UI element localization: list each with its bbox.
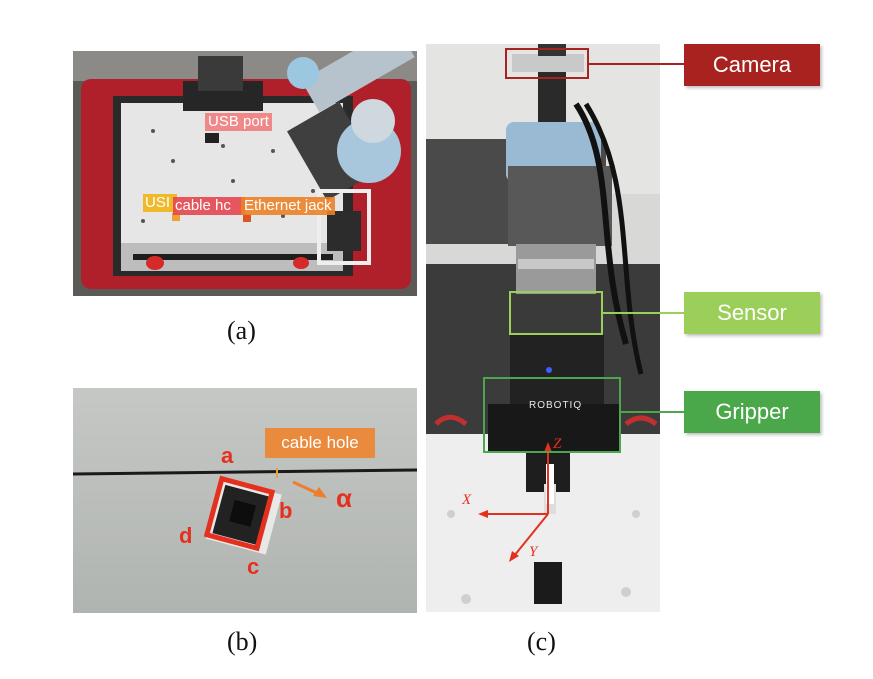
cable-hole-label: cable hc <box>173 197 245 215</box>
robot-gripper-scene <box>426 44 660 612</box>
board-edge-line <box>73 468 417 476</box>
corner-d: d <box>179 523 193 548</box>
axis-label-y: Y <box>529 544 538 560</box>
connector-part <box>203 475 282 555</box>
axis-label-x: X <box>462 492 472 508</box>
usb-port-label: USB port <box>205 113 272 131</box>
gripper-callout: Gripper <box>684 391 820 433</box>
workbench-scene <box>73 51 417 296</box>
caption-a: (a) <box>227 316 256 345</box>
sensor-callout: Sensor <box>684 292 820 334</box>
cable-hole-box: cable hole <box>265 428 375 458</box>
gripper-highlight-box <box>483 377 621 453</box>
panel-b-photo: cable hole a b c d α <box>73 388 417 613</box>
direction-arrow <box>292 480 320 496</box>
alpha-label: α <box>336 483 352 513</box>
caption-b: (b) <box>227 627 258 656</box>
connector-outline <box>203 475 276 552</box>
force-sensor <box>514 294 598 332</box>
corner-a: a <box>221 443 234 468</box>
ethernet-jack-label: Ethernet jack <box>241 197 335 215</box>
cable-hole-closeup <box>73 388 417 613</box>
robotiq-brand: ROBOTIQ <box>529 400 583 411</box>
caption-c: (c) <box>527 627 556 656</box>
corner-c: c <box>247 554 260 579</box>
panel-a-photo: USB port USI cable hc Ethernet jack <box>73 51 417 296</box>
axis-label-z: Z <box>553 436 562 452</box>
corner-b: b <box>279 498 293 523</box>
panel-c-photo: ROBOTIQ Z X Y <box>426 44 660 612</box>
y-axis-line <box>513 513 549 557</box>
gripper-body <box>510 334 604 404</box>
camera-callout: Camera <box>684 44 820 86</box>
usb-label: USI <box>143 194 177 212</box>
camera-device <box>512 54 584 72</box>
